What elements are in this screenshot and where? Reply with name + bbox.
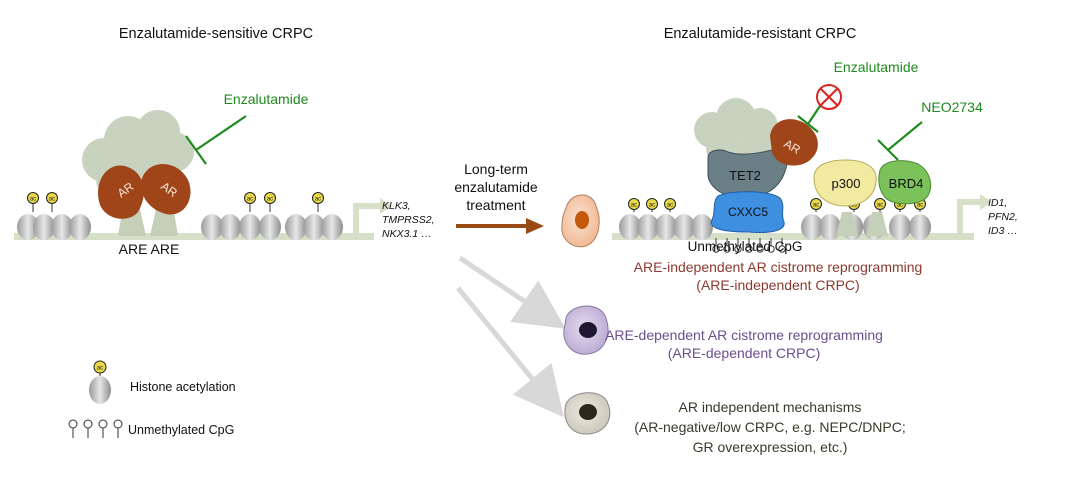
left-ac-marks-b: ac ac ac (244, 192, 324, 212)
neo2734-inhibition-bar (877, 139, 899, 161)
left-tss-arrow (353, 203, 382, 236)
outcome-are-independent: ARE-independent AR cistrome reprogrammin… (634, 259, 923, 293)
right-inhibition-line (807, 105, 821, 125)
outcome-are-dependent: ARE-dependent AR cistrome reprogramming … (605, 327, 883, 361)
cell-orange (561, 194, 600, 248)
right-nucleosomes-a (619, 214, 713, 240)
treatment-arrow-head (526, 218, 544, 234)
blocked-drug-icon (816, 84, 842, 110)
ac-text: ac (813, 203, 819, 209)
left-ar-dimer: AR AR (98, 163, 191, 219)
unmethylated-cpg-label: Unmethylated CpG (688, 239, 803, 254)
cell-gray (564, 392, 611, 435)
brd4-protein: BRD4 (878, 160, 932, 205)
tet2-protein: TET2 (707, 149, 788, 199)
outcome-ar-independent: AR independent mechanisms (AR-negative/l… (634, 399, 906, 455)
right-target-genes: ID1, PFN2, ID3 … (988, 197, 1018, 237)
ac-text: ac (667, 203, 673, 209)
gray-arrow-to-ar-dependent (458, 255, 566, 329)
svg-text:(ARE-dependent CRPC): (ARE-dependent CRPC) (668, 345, 821, 361)
p300-protein: p300 (813, 159, 877, 207)
left-nucleosomes-a (17, 214, 91, 240)
left-target-genes: KLK3, TMPRSS2, NKX3.1 … (382, 200, 435, 240)
ac-text: ac (877, 203, 883, 209)
svg-text:AR independent mechanisms: AR independent mechanisms (679, 399, 862, 415)
ac-text: ac (315, 197, 321, 203)
svg-text:Long-term: Long-term (464, 161, 528, 177)
svg-text:GR overexpression, etc.): GR overexpression, etc.) (693, 439, 848, 455)
neo2734-inhibition-line (887, 121, 923, 151)
ac-text: ac (30, 197, 36, 203)
right-dna-strand (612, 233, 974, 240)
gray-arrow-to-ar-independent (456, 286, 564, 418)
tet2-label: TET2 (729, 168, 761, 183)
right-ar-protein: AR (770, 119, 818, 166)
ac-text: ac (917, 203, 923, 209)
left-dna-strand (14, 233, 374, 240)
svg-text:(AR-negative/low CRPC, e.g. NE: (AR-negative/low CRPC, e.g. NEPC/DNPC; (634, 419, 906, 435)
legend-cpg-label: Unmethylated CpG (128, 423, 234, 437)
left-inhibition-line (195, 115, 247, 151)
gene-label: NKX3.1 … (382, 228, 432, 240)
ac-text: ac (247, 197, 253, 203)
p300-label: p300 (832, 176, 861, 191)
are-label: ARE ARE (119, 241, 180, 257)
ac-text: ac (97, 366, 103, 372)
right-drug-label: Enzalutamide (834, 59, 919, 75)
ac-text: ac (267, 197, 273, 203)
svg-text:enzalutamide: enzalutamide (454, 179, 537, 195)
cxxc5-label: CXXC5 (728, 205, 768, 219)
cell-purple (563, 305, 609, 355)
treatment-label: Long-term enzalutamide treatment (454, 161, 537, 213)
cxxc5-protein: CXXC5 (710, 191, 785, 233)
svg-text:treatment: treatment (466, 197, 525, 213)
ac-text: ac (631, 203, 637, 209)
ac-text: ac (897, 203, 903, 209)
neo2734-label: NEO2734 (921, 99, 983, 115)
gene-label: PFN2, (988, 211, 1018, 223)
gene-label: TMPRSS2, (382, 214, 435, 226)
svg-text:ARE-dependent AR cistrome repr: ARE-dependent AR cistrome reprogramming (605, 327, 883, 343)
right-inhibition-bar (797, 115, 819, 133)
ac-text: ac (49, 197, 55, 203)
left-inhibition-bar (185, 135, 207, 165)
right-tss-arrow (957, 199, 982, 236)
right-panel-title: Enzalutamide-resistant CRPC (664, 26, 857, 42)
gene-label: ID1, (988, 197, 1007, 209)
legend-histone-label: Histone acetylation (130, 380, 236, 394)
left-panel-title: Enzalutamide-sensitive CRPC (119, 26, 313, 42)
left-nucleosomes-b (201, 214, 343, 240)
legend-histone: ac Histone acetylation (89, 360, 236, 404)
gene-label: ID3 … (988, 225, 1018, 237)
ac-text: ac (649, 203, 655, 209)
right-cpg-lollipops (712, 238, 786, 253)
gene-label: KLK3, (382, 200, 411, 212)
svg-text:ARE-independent AR cistrome re: ARE-independent AR cistrome reprogrammin… (634, 259, 923, 275)
left-ac-marks-a: ac ac (27, 192, 58, 212)
svg-text:(ARE-independent CRPC): (ARE-independent CRPC) (696, 277, 859, 293)
right-ac-marks-a: ac ac ac (628, 198, 676, 212)
brd4-label: BRD4 (889, 176, 924, 191)
legend-cpg (68, 419, 123, 438)
left-drug-label: Enzalutamide (224, 91, 309, 107)
